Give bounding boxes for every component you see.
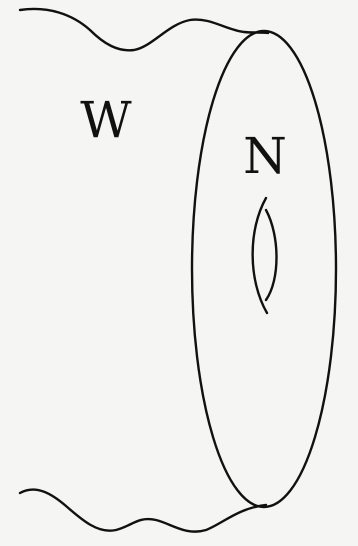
label-n: N xyxy=(243,127,287,185)
top-wavy-boundary xyxy=(20,9,268,50)
lens-right-arc xyxy=(266,210,277,300)
disk-ellipse xyxy=(192,31,336,507)
label-w: W xyxy=(80,91,132,149)
lens-left-arc xyxy=(253,198,267,313)
bottom-wavy-boundary xyxy=(20,490,266,532)
